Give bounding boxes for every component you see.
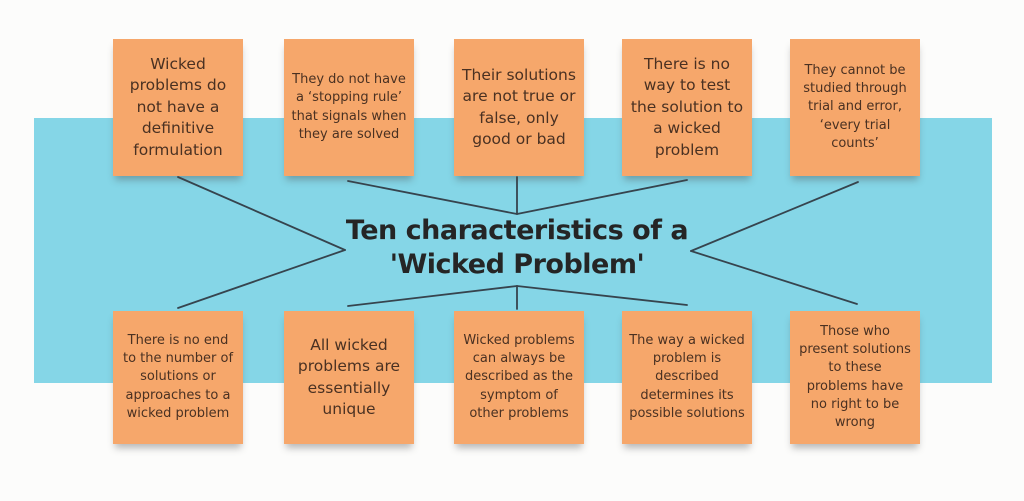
sticky-note-9: The way a wicked problem is described de… xyxy=(622,311,752,444)
sticky-note-1: Wicked problems do not have a definitive… xyxy=(113,39,243,176)
note-text: Their solutions are not true or false, o… xyxy=(462,65,576,148)
sticky-note-2: They do not have a ‘stopping rule’ that … xyxy=(284,39,414,176)
note-text: All wicked problems are essentially uniq… xyxy=(297,335,401,418)
sticky-note-8: Wicked problems can always be described … xyxy=(454,311,584,444)
note-text: There is no end to the number of solutio… xyxy=(122,333,234,421)
note-text: They cannot be studied through trial and… xyxy=(803,63,907,151)
note-text: Wicked problems do not have a definitive… xyxy=(129,55,227,159)
note-text: The way a wicked problem is described de… xyxy=(629,333,745,421)
sticky-note-7: All wicked problems are essentially uniq… xyxy=(284,311,414,444)
sticky-note-6: There is no end to the number of solutio… xyxy=(113,311,243,444)
note-text: They do not have a ‘stopping rule’ that … xyxy=(291,72,407,142)
diagram-title: Ten characteristics of a 'Wicked Problem… xyxy=(337,214,697,282)
sticky-note-10: Those who present solutions to these pro… xyxy=(790,311,920,444)
sticky-note-4: There is no way to test the solution to … xyxy=(622,39,752,176)
note-text: Those who present solutions to these pro… xyxy=(799,323,911,430)
title-line-2: 'Wicked Problem' xyxy=(389,249,645,280)
note-text: Wicked problems can always be described … xyxy=(463,333,575,421)
sticky-note-5: They cannot be studied through trial and… xyxy=(790,39,920,176)
title-line-1: Ten characteristics of a xyxy=(345,215,689,246)
sticky-note-3: Their solutions are not true or false, o… xyxy=(454,39,584,176)
note-text: There is no way to test the solution to … xyxy=(630,55,744,159)
